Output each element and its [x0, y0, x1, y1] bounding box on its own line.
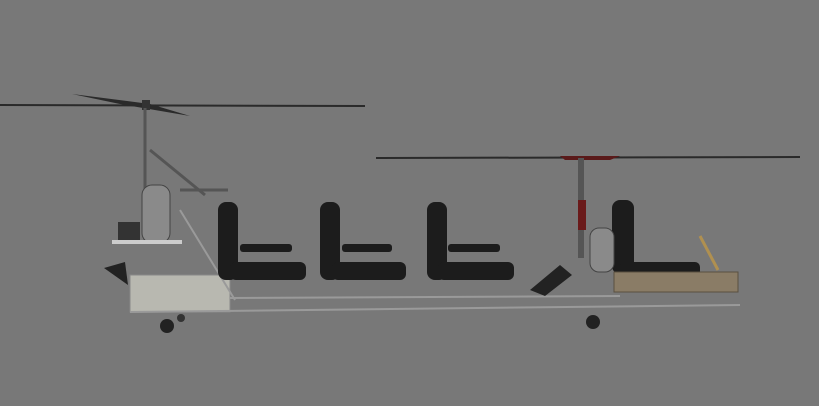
left-nose-fairing [104, 262, 128, 285]
right-engine [589, 227, 615, 273]
stone-block [129, 274, 231, 313]
seat-1 [218, 202, 306, 280]
wooden-platform [613, 271, 739, 293]
seat-3 [427, 202, 514, 280]
right-rotor [375, 156, 801, 160]
right-nose-fairing [530, 265, 572, 296]
left-engine [118, 184, 171, 244]
left-gyrocopter [0, 94, 366, 333]
left-rotor [0, 94, 366, 116]
left-platform [112, 240, 182, 244]
seat-2 [320, 202, 406, 280]
right-wheel [586, 315, 600, 329]
control-lever [698, 235, 720, 271]
right-mast [578, 158, 586, 258]
chassis-frame [129, 209, 741, 313]
right-gyrocopter [375, 156, 801, 329]
left-wheel [160, 314, 185, 333]
seats [218, 200, 700, 280]
